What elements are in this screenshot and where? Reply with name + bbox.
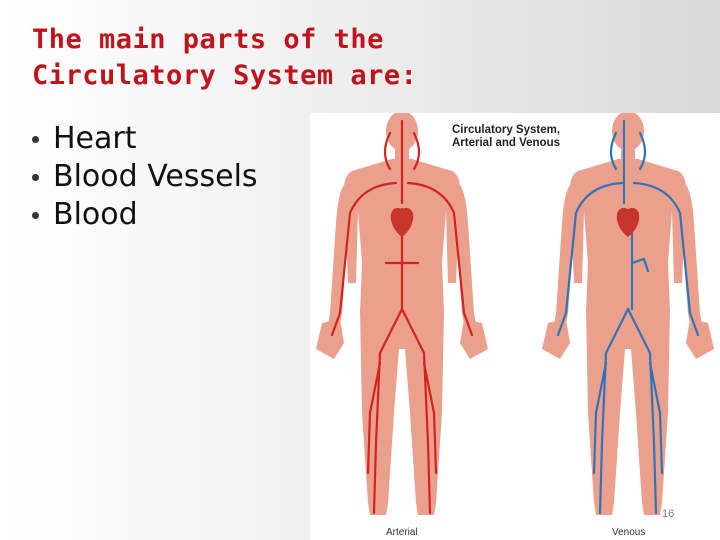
slide-title-line-2: Circulatory System are:	[32, 60, 418, 91]
bullet-dot-icon	[32, 173, 39, 181]
arterial-label: Arterial	[386, 527, 418, 538]
figure-title-line-1: Circulatory System,	[452, 124, 561, 136]
slide-title: The main parts of the Circulatory System…	[32, 22, 472, 94]
page-number: 16	[662, 508, 675, 520]
heart-arterial-icon	[390, 207, 414, 237]
figure-title-line-2: Arterial and Venous	[452, 137, 561, 149]
bullet-item-blood-vessels: Blood Vessels	[30, 158, 258, 196]
bullet-list: Heart Blood Vessels Blood	[30, 120, 258, 234]
venous-figure	[542, 113, 714, 515]
bullet-item-blood: Blood	[30, 196, 258, 234]
bullet-text: Blood Vessels	[53, 159, 258, 194]
arterial-figure	[316, 113, 488, 515]
venous-label: Venous	[612, 527, 646, 538]
bullet-text: Blood	[53, 197, 138, 232]
bullet-dot-icon	[32, 135, 39, 143]
bullet-item-heart: Heart	[30, 120, 258, 158]
slide-title-line-1: The main parts of the	[32, 24, 384, 55]
heart-venous-icon	[616, 207, 640, 237]
anatomy-illustration	[316, 113, 714, 515]
bullet-dot-icon	[32, 211, 39, 219]
circulatory-system-figure: Circulatory System, Arterial and Venous …	[310, 113, 720, 540]
bullet-text: Heart	[53, 121, 137, 156]
figure-title: Circulatory System, Arterial and Venous	[452, 124, 560, 150]
